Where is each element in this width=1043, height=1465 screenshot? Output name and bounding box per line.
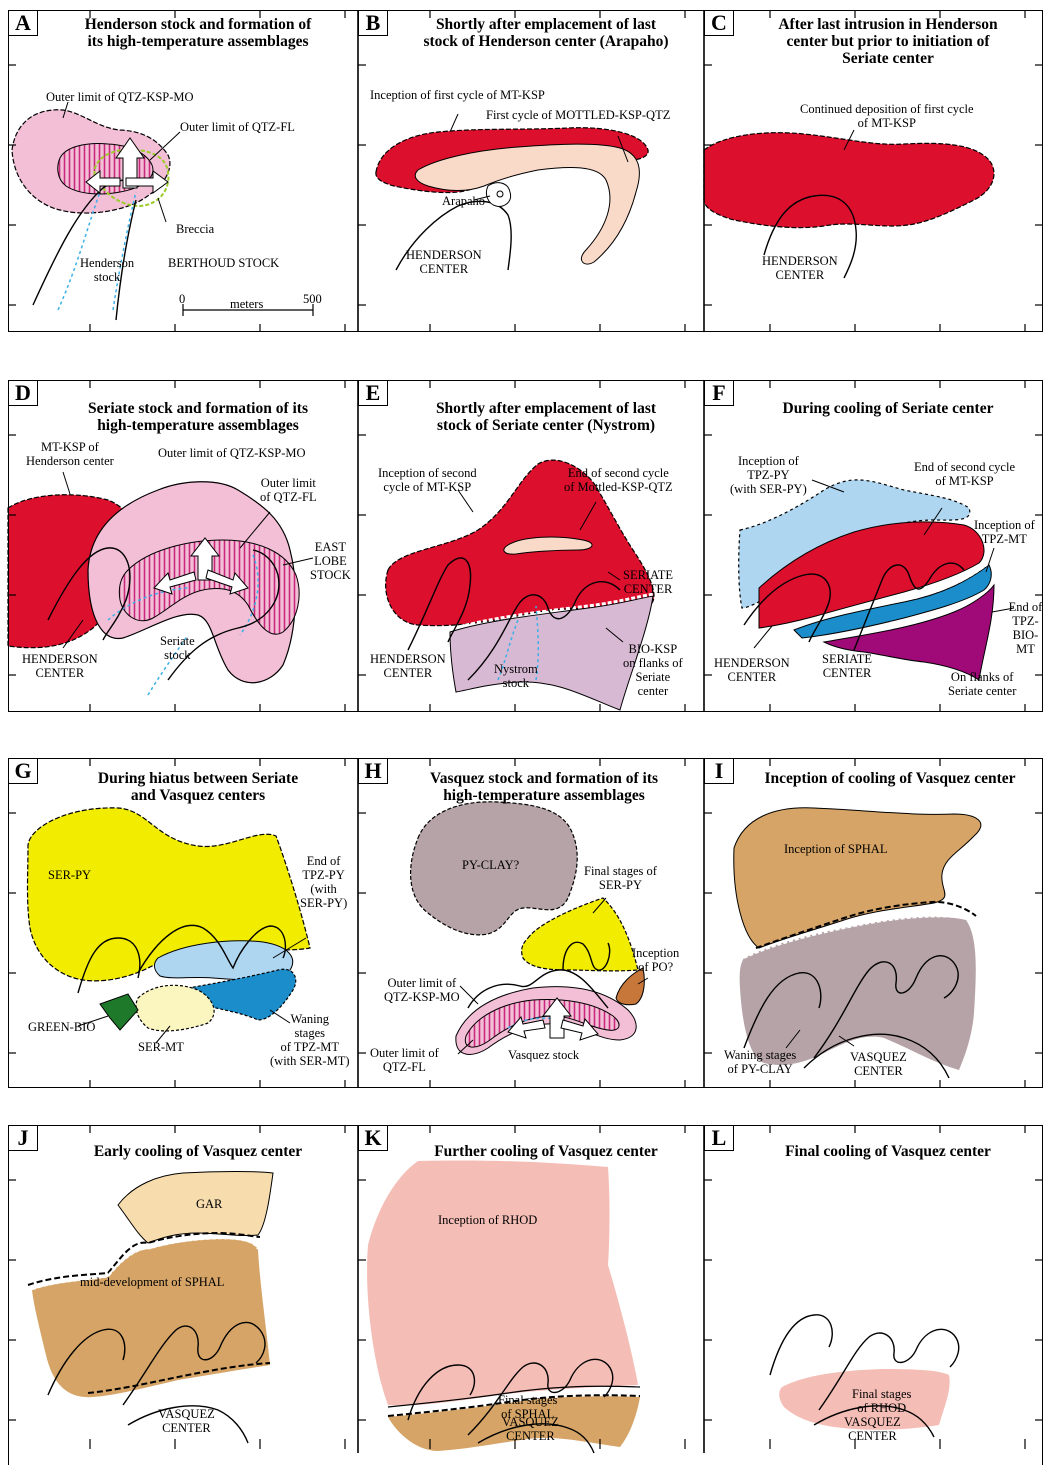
panel-title-b-text: Shortly after emplacement of last stock … [396,16,696,50]
label-seriate-center: SERIATE CENTER [822,652,872,680]
label-waning: Waning stages of PY-CLAY [724,1048,796,1076]
label-final-ser-py: Final stages of SER-PY [584,864,657,892]
label-ser-py: SER-PY [48,868,91,882]
panel-letter-l: L [704,1125,734,1151]
label-vasquez-center: VASQUEZ CENTER [844,1415,901,1443]
label-qtz-fl: Outer limit of QTZ-FL [370,1046,439,1074]
label-nystrom-stock: Nystrom stock [494,662,538,690]
label-henderson-stock: Henderson stock [80,256,134,284]
label-vasquez-center: VASQUEZ CENTER [850,1050,907,1078]
panel-letter-d: D [8,380,38,406]
label-ser-mt: SER-MT [138,1040,184,1054]
label-inception: Inception of second cycle of MT-KSP [378,466,477,494]
panel-title-d: Seriate stock and formation of its high-… [48,400,348,434]
panel-letter-b: B [358,10,388,36]
label-waning: Waning stages of TPZ-MT (with SER-MT) [270,1012,350,1068]
label-seriate-center: SERIATE CENTER [623,568,673,596]
label-gar: GAR [196,1197,222,1211]
panel-letter-g: G [8,758,38,784]
panel-title-j: Early cooling of Vasquez center [48,1143,348,1160]
label-po: Inception of PO? [632,946,679,974]
label-vasquez-center: VASQUEZ CENTER [502,1415,559,1443]
label-rhod: Inception of RHOD [438,1213,537,1227]
label-vasquez-center: VASQUEZ CENTER [158,1407,215,1435]
label-flanks: On flanks of Seriate center [948,670,1016,698]
label-henderson-center: HENDERSON CENTER [22,652,98,680]
label-end: End of second cycle of Mottled-KSP-QTZ [564,466,673,494]
label-qtz-fl: Outer limit of QTZ-FL [260,476,317,504]
label-tpz-mt: Inception of TPZ-MT [974,518,1035,546]
panel-title-e: Shortly after emplacement of last stock … [396,400,696,434]
label-tpz-py: Inception of TPZ-PY (with SER-PY) [730,454,807,496]
label-qtz-ksp-mo: Outer limit of QTZ-KSP-MO [384,976,460,1004]
label-mtksp-henderson: MT-KSP of Henderson center [26,440,114,468]
panel-letter-c: C [704,10,734,36]
panel-title-g: During hiatus between Seriate and Vasque… [48,770,348,804]
label-sphal: Inception of SPHAL [784,842,887,856]
label-berthoud: BERTHOUD STOCK [168,256,279,270]
label-arapaho: Arapaho [442,194,485,208]
label-vasquez-stock: Vasquez stock [508,1048,579,1062]
label-inception: Inception of first cycle of MT-KSP [370,88,545,102]
panel-title-l: Final cooling of Vasquez center [742,1143,1034,1160]
panel-title-c: After last intrusion in Henderson center… [742,16,1034,67]
panel-letter-e: E [358,380,388,406]
label-henderson-center: HENDERSON CENTER [370,652,446,680]
label-qtz-ksp-mo: Outer limit of QTZ-KSP-MO [158,446,306,460]
label-seriate-stock: Seriate stock [160,634,195,662]
scale-zero: 0 [179,292,185,306]
label-henderson-center: HENDERSON CENTER [406,248,482,276]
label-bio-mt: End of TPZ- BIO-MT [1008,600,1043,656]
row-3-frame [8,758,1043,1088]
label-mottled: First cycle of MOTTLED-KSP-QTZ [486,108,670,122]
panel-letter-k: K [358,1125,388,1151]
label-continued: Continued deposition of first cycle of M… [800,102,974,130]
panel-letter-h: H [358,758,388,784]
label-henderson-center: HENDERSON CENTER [762,254,838,282]
label-rhod: Final stages of RHOD [852,1387,911,1415]
panel-title-f: During cooling of Seriate center [742,400,1034,417]
panel-title-h: Vasquez stock and formation of its high-… [392,770,696,804]
panel-letter-f: F [704,380,734,406]
label-east-lobe: EAST LOBE STOCK [310,540,351,582]
label-py-clay: PY-CLAY? [462,858,519,872]
label-bio-ksp: BIO-KSP on flanks of Seriate center [623,642,683,698]
scale-unit: meters [230,297,263,311]
label-breccia: Breccia [176,222,214,236]
label-sphal: mid-development of SPHAL [80,1275,224,1289]
panel-letter-i: I [704,758,734,784]
label-qtz-ksp-mo: Outer limit of QTZ-KSP-MO [46,90,194,104]
panel-title-k: Further cooling of Vasquez center [396,1143,696,1160]
scale-max: 500 [303,292,322,306]
label-henderson-center: HENDERSON CENTER [714,656,790,684]
panel-letter-a: A [8,10,38,36]
panel-title-i: Inception of cooling of Vasquez center [742,770,1038,787]
panel-title-a: Henderson stock and formation of its hig… [48,16,348,50]
label-green-bio: GREEN-BIO [28,1020,95,1034]
label-end-tpz: End of TPZ-PY (with SER-PY) [300,854,347,910]
label-end-mt: End of second cycle of MT-KSP [914,460,1015,488]
panel-letter-j: J [8,1125,38,1151]
label-qtz-fl: Outer limit of QTZ-FL [180,120,295,134]
